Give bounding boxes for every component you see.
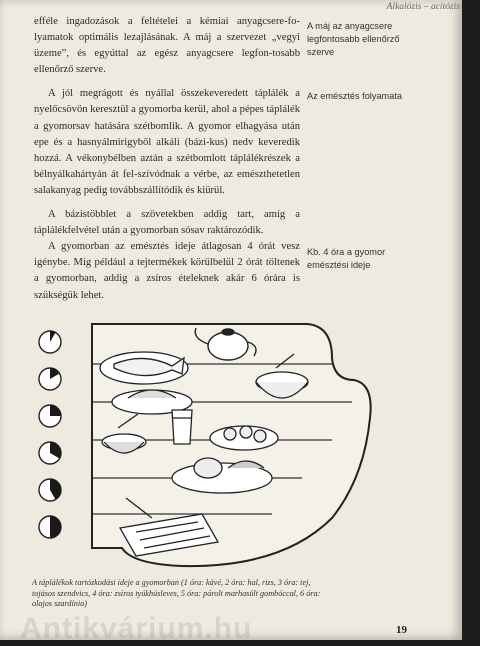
clock-1-wedge (50, 331, 56, 342)
fish-plate-drawing (99, 351, 189, 385)
clock-5-wedge (50, 479, 62, 500)
clock-column (38, 330, 62, 539)
clock-3-icon (38, 404, 62, 428)
teapot-drawing (194, 327, 257, 361)
book-page: Alkalózis – acitózis efféle ingadozások … (0, 0, 462, 640)
sandwich-plate-drawing (209, 425, 279, 451)
main-text-column: efféle ingadozások a feltételei a kémiai… (34, 14, 300, 304)
running-header: Alkalózis – acitózis (386, 2, 460, 12)
paragraph-stomach-time: A gyomorban az emésztés ideje átlagosan … (34, 241, 300, 301)
milk-glass-drawing (171, 409, 193, 445)
clock-2-wedge (50, 368, 60, 379)
paragraph-liver: efféle ingadozások a feltételei a kémiai… (34, 16, 300, 76)
clock-4-wedge (50, 442, 61, 459)
stomach-time-illustration (32, 318, 372, 576)
clock-3-wedge (50, 405, 61, 416)
figure-caption: A táplálékok tartózkodási ideje a gyomor… (32, 578, 321, 609)
soup-bowl-drawing (255, 353, 309, 399)
page-number: 19 (396, 624, 407, 636)
watermark-text: Antikvárium.hu (20, 612, 253, 645)
illustration-svg (38, 323, 372, 568)
rice-plate-drawing (111, 389, 193, 415)
roast-plate-drawing (171, 457, 273, 494)
paragraph-digestion: A jól megrágott és nyállal összekeverede… (34, 88, 300, 196)
clock-6-wedge (50, 516, 61, 538)
clock-2-icon (38, 367, 62, 391)
margin-note-liver: A máj az anyagcsere legfontosabb ellenőr… (307, 21, 400, 57)
margin-note-stomach-time: Kb. 4 óra a gyomor emésztési ideje (307, 247, 386, 270)
paragraph-base-excess: A bázistöbblet a szövetekben addig tart,… (34, 209, 300, 237)
clock-4-icon (38, 441, 62, 465)
cup-drawing (101, 413, 147, 454)
sardine-tin-drawing (118, 497, 220, 557)
clock-6-icon (38, 515, 62, 539)
clock-1-icon (38, 330, 62, 354)
clock-5-icon (38, 478, 62, 502)
margin-note-digestion: Az emésztés folyamata (307, 91, 402, 101)
